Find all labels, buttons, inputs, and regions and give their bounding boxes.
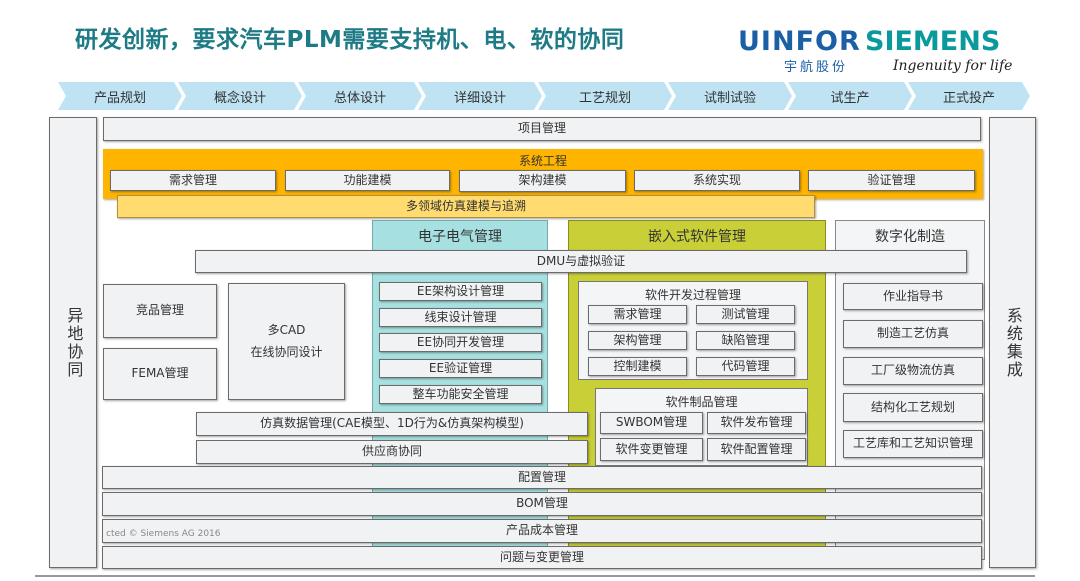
- sw-product-item: 软件配置管理: [707, 438, 806, 461]
- siemens-logo: SIEMENS: [865, 26, 1001, 57]
- mfg-item: 结构化工艺规划: [843, 393, 983, 422]
- configuration-management: 配置管理: [102, 466, 982, 489]
- tagline: Ingenuity for life: [893, 58, 1013, 74]
- phase-3: 总体设计: [298, 82, 422, 110]
- ee-item: EE验证管理: [379, 359, 542, 378]
- multi-domain-simulation: 多领域仿真建模与追溯: [117, 195, 815, 218]
- sw-process-item: 控制建模: [588, 357, 687, 376]
- sw-process-item: 代码管理: [696, 357, 795, 376]
- embedded-software-label: 嵌入式软件管理: [648, 229, 746, 245]
- system-integration-column: 系统集成: [989, 117, 1036, 568]
- uinfor-logo: UINFOR: [738, 26, 861, 57]
- supplier-collaboration: 供应商协同: [196, 440, 588, 464]
- ee-item: EE协同开发管理: [379, 333, 542, 352]
- ee-item: 线束设计管理: [379, 308, 542, 327]
- software-process-label: 软件开发过程管理: [644, 288, 741, 302]
- ee-management-label: 电子电气管理: [418, 229, 502, 245]
- footer-copyright: cted © Siemens AG 2016: [106, 529, 221, 539]
- mfg-item: 工厂级物流仿真: [843, 357, 983, 385]
- sw-process-item: 架构管理: [588, 331, 687, 350]
- dmu-virtual-validation: DMU与虚拟验证: [195, 250, 967, 273]
- phase-5: 工艺规划: [538, 82, 672, 110]
- sw-product-item: 软件发布管理: [707, 412, 806, 434]
- sw-process-item: 需求管理: [588, 305, 687, 324]
- se-function-modeling: 功能建模: [285, 170, 450, 191]
- multi-cad-collaboration: 多CAD 在线协同设计: [228, 283, 345, 400]
- digital-manufacturing-label: 数字化制造: [875, 229, 945, 245]
- phase-1: 产品规划: [58, 82, 182, 110]
- slide-title: 研发创新，要求汽车PLM需要支持机、电、软的协同: [75, 27, 625, 53]
- phase-4: 详细设计: [418, 82, 542, 110]
- competitive-management: 竞品管理: [103, 284, 217, 338]
- phase-6: 试制试验: [668, 82, 792, 110]
- mfg-item: 作业指导书: [843, 283, 983, 310]
- sw-product-item: SWBOM管理: [600, 412, 703, 434]
- bottom-divider: [35, 575, 1035, 577]
- product-cost-management: 产品成本管理: [102, 519, 982, 543]
- sw-process-item: 缺陷管理: [696, 331, 795, 350]
- se-architecture-modeling: 架构建模: [459, 170, 626, 192]
- sw-process-item: 测试管理: [696, 305, 795, 324]
- multi-cad-line2: 在线协同设计: [250, 344, 323, 359]
- bom-management: BOM管理: [102, 492, 982, 516]
- se-verification: 验证管理: [808, 170, 975, 191]
- mfg-item: 工艺库和工艺知识管理: [843, 430, 983, 458]
- phase-7: 试生产: [788, 82, 912, 110]
- system-engineering-label: 系统工程: [518, 154, 567, 168]
- company-cn-name: 宇航股份: [784, 60, 849, 75]
- phase-2: 概念设计: [178, 82, 302, 110]
- remote-collaboration-column: 异地协同: [49, 117, 97, 568]
- se-requirements: 需求管理: [110, 170, 276, 191]
- se-system-implementation: 系统实现: [634, 170, 800, 191]
- project-management: 项目管理: [103, 117, 981, 141]
- phase-8: 正式投产: [908, 82, 1030, 110]
- ee-item: 整车功能安全管理: [379, 385, 542, 404]
- software-product-label: 软件制品管理: [665, 395, 738, 409]
- ee-item: EE架构设计管理: [379, 282, 542, 301]
- simulation-data-management: 仿真数据管理(CAE模型、1D行为&仿真架构模型): [196, 412, 588, 436]
- issue-change-management: 问题与变更管理: [102, 546, 982, 569]
- mfg-item: 制造工艺仿真: [843, 320, 983, 348]
- multi-cad-line1: 多CAD: [267, 322, 306, 337]
- sw-product-item: 软件变更管理: [600, 438, 703, 461]
- fema-management: FEMA管理: [103, 348, 217, 400]
